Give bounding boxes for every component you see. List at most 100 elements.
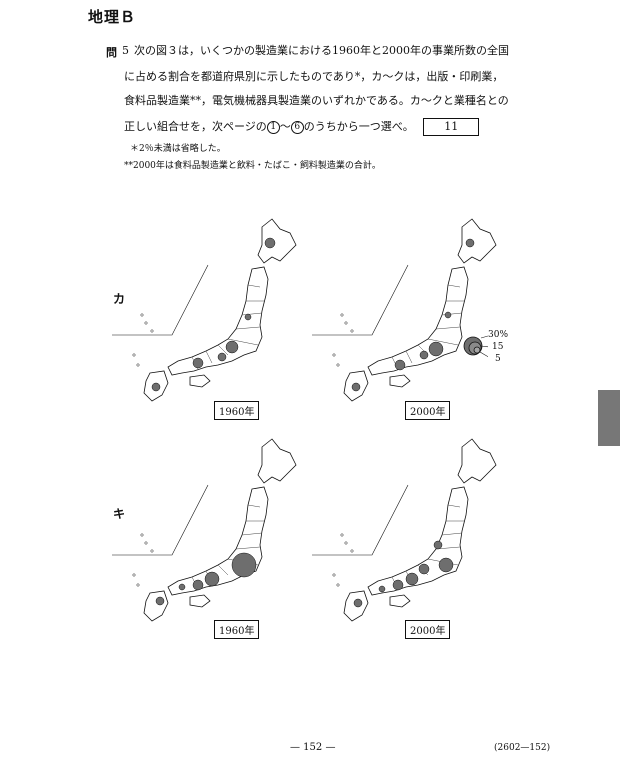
island-shape	[340, 313, 344, 317]
prefecture-border	[441, 532, 463, 536]
year-label: 2000年	[405, 620, 451, 639]
share-symbol	[418, 563, 430, 575]
japan-map-outline	[312, 218, 497, 402]
prefecture-border	[247, 504, 261, 508]
prefecture-border	[447, 284, 461, 288]
question-line-2: に占める割合を都道府県別に示したものであり*，カ〜クは，出版・印刷業，	[124, 70, 504, 83]
okinawa-inset-frame	[112, 264, 209, 336]
island-shape	[140, 313, 144, 317]
share-symbol	[155, 596, 165, 606]
hokkaido-shape	[257, 438, 297, 484]
share-symbol	[405, 572, 419, 586]
year-label: 1960年	[214, 401, 260, 420]
island-shape	[136, 583, 140, 587]
prefecture-border	[205, 350, 213, 364]
row-label-ka: カ	[113, 292, 126, 306]
island-shape	[132, 353, 136, 357]
island-shape	[332, 353, 336, 357]
share-symbol	[444, 311, 452, 319]
year-label: 1960年	[214, 620, 260, 639]
share-symbol	[244, 313, 252, 321]
island-shape	[132, 573, 136, 577]
legend-label-15: 15	[492, 342, 504, 352]
map-ki-1960	[112, 425, 302, 640]
prefecture-border	[227, 338, 259, 346]
hokkaido-shape	[457, 438, 497, 484]
okinawa-inset-frame	[312, 484, 409, 556]
question-number: 5	[122, 44, 129, 57]
index-tab	[598, 390, 620, 446]
island-shape	[340, 533, 344, 537]
share-symbol	[392, 579, 404, 591]
island-shape	[350, 549, 354, 553]
okinawa-inset-frame	[112, 484, 209, 556]
map-ka-1960	[112, 205, 302, 420]
island-shape	[350, 329, 354, 333]
legend-label-30: 30%	[488, 330, 509, 340]
page-code: (2602—152)	[494, 743, 551, 753]
share-symbol	[192, 579, 204, 591]
prefecture-border	[241, 532, 263, 536]
island-shape	[144, 321, 148, 325]
kyushu-shape	[143, 590, 169, 622]
prefecture-border	[241, 312, 263, 316]
island-shape	[150, 549, 154, 553]
prefecture-border	[447, 504, 461, 508]
share-symbol	[192, 357, 204, 369]
prefecture-border	[427, 338, 459, 346]
island-shape	[332, 573, 336, 577]
answer-box[interactable]: 11	[423, 118, 480, 136]
prefecture-border	[217, 564, 229, 576]
share-symbol	[351, 382, 361, 392]
question-line-3: 食料品製造業**，電気機械器具製造業のいずれかである。カ〜クと業種名との	[124, 94, 509, 107]
year-label: 2000年	[405, 401, 451, 420]
japan-map-outline	[112, 438, 297, 622]
prefecture-border	[217, 344, 229, 356]
hokkaido-shape	[457, 218, 497, 264]
island-shape	[336, 363, 340, 367]
prefecture-border	[247, 284, 261, 288]
choice-first-circled: 1	[266, 120, 280, 134]
island-shape	[144, 541, 148, 545]
hokkaido-shape	[257, 218, 297, 264]
island-shape	[344, 541, 348, 545]
prefecture-border	[235, 546, 261, 550]
row-label-ki: キ	[113, 507, 126, 521]
map-ka-2000	[312, 205, 502, 420]
subject-header: 地理Ｂ	[88, 8, 137, 26]
share-symbol	[264, 237, 276, 249]
share-symbol	[353, 598, 363, 608]
shikoku-shape	[189, 374, 211, 388]
island-shape	[344, 321, 348, 325]
honshu-shape	[367, 266, 469, 376]
note-2: **2000年は食料品製造業と飲料・たばこ・飼料製造業の合計。	[124, 161, 381, 171]
island-shape	[150, 329, 154, 333]
shikoku-shape	[189, 594, 211, 608]
question-label: 問	[106, 46, 117, 59]
japan-map-outline	[112, 218, 297, 402]
prefecture-border	[435, 326, 461, 330]
question-line-1: 次の図３は，いくつかの製造業における1960年と2000年の事業所数の全国	[134, 44, 509, 57]
choice-last-circled: 6	[290, 120, 304, 134]
symbol-legend: 30% 15 5	[462, 328, 532, 368]
share-symbol	[438, 557, 454, 573]
island-shape	[140, 533, 144, 537]
note-1: ＊2％未満は省略した。	[130, 144, 226, 154]
share-symbol	[419, 350, 429, 360]
share-symbol	[178, 583, 186, 591]
shikoku-shape	[389, 374, 411, 388]
share-symbol	[433, 540, 443, 550]
share-symbol	[465, 238, 475, 248]
prefecture-border	[235, 326, 261, 330]
share-symbol	[394, 359, 406, 371]
legend-circles-icon	[463, 335, 488, 358]
share-symbol	[225, 340, 239, 354]
page-number: — 152 —	[290, 742, 336, 753]
shikoku-shape	[389, 594, 411, 608]
map-ki-2000	[312, 425, 502, 640]
question-line-4-text-a: 正しい組合せを，次ページの	[124, 120, 267, 133]
share-symbol	[378, 585, 386, 593]
honshu-shape	[167, 266, 269, 376]
prefecture-border	[405, 350, 413, 364]
question-line-4-text-b: 〜	[279, 120, 291, 133]
